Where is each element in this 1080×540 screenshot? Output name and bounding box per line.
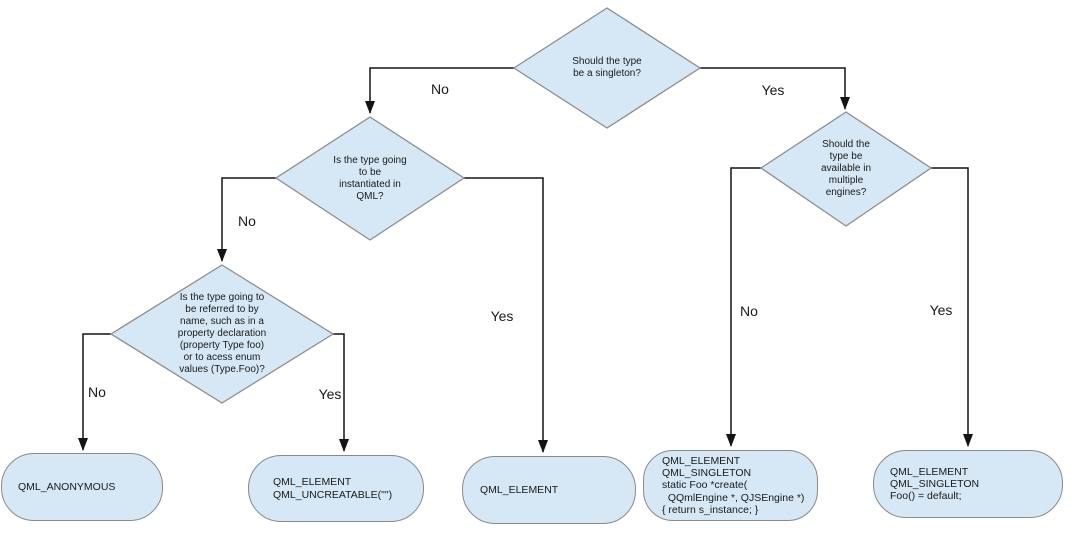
result-qml-anonymous: QML_ANONYMOUS (1, 453, 163, 521)
edge-label-singleton-yes: Yes (761, 82, 785, 98)
decision-shape-multiple-engines (759, 111, 933, 227)
result-qml-singleton-default: QML_ELEMENT QML_SINGLETON Foo() = defaul… (873, 450, 1063, 518)
result-qml-anonymous-text: QML_ANONYMOUS (18, 480, 116, 493)
decision-shape-singleton (512, 7, 702, 129)
edge-label-instantiated-no: No (238, 213, 256, 229)
decision-singleton-text: Should the type be a singleton? (572, 56, 642, 79)
result-qml-uncreatable-text: QML_ELEMENT QML_UNCREATABLE("") (273, 476, 393, 501)
edge-label-engines-yes: Yes (929, 302, 953, 318)
connector-engines-yes (931, 167, 973, 447)
decision-shape-referred-by-name (109, 264, 335, 404)
result-qml-singleton-default-text: QML_ELEMENT QML_SINGLETON Foo() = defaul… (890, 465, 980, 503)
decision-instantiated-text: Is the type going to be instantiated in … (333, 154, 407, 202)
result-qml-uncreatable: QML_ELEMENT QML_UNCREATABLE("") (248, 455, 424, 522)
decision-referred-by-name-text: Is the type going to be referred to by n… (177, 292, 267, 375)
edge-label-referred-no: No (88, 384, 106, 400)
edge-label-instantiated-yes: Yes (490, 308, 514, 324)
connector-singleton-no (365, 67, 514, 114)
connector-engines-no (726, 167, 761, 447)
connector-referred-yes (333, 333, 349, 452)
connector-instantiated-yes (464, 177, 548, 453)
connector-singleton-yes (700, 67, 850, 110)
connector-instantiated-no (217, 177, 276, 262)
decision-shape-instantiated (274, 116, 466, 241)
result-qml-singleton-create: QML_ELEMENT QML_SINGLETON static Foo *cr… (643, 450, 818, 521)
edge-label-referred-yes: Yes (318, 386, 342, 402)
edge-label-engines-no: No (740, 303, 758, 319)
result-qml-element-text: QML_ELEMENT (480, 483, 559, 496)
decision-multiple-engines-text: Should the type be available in multiple… (820, 139, 872, 198)
connector-referred-no (78, 333, 111, 451)
edge-label-singleton-no: No (431, 81, 449, 97)
result-qml-element: QML_ELEMENT (462, 456, 636, 524)
result-qml-singleton-create-text: QML_ELEMENT QML_SINGLETON static Foo *cr… (662, 454, 805, 516)
